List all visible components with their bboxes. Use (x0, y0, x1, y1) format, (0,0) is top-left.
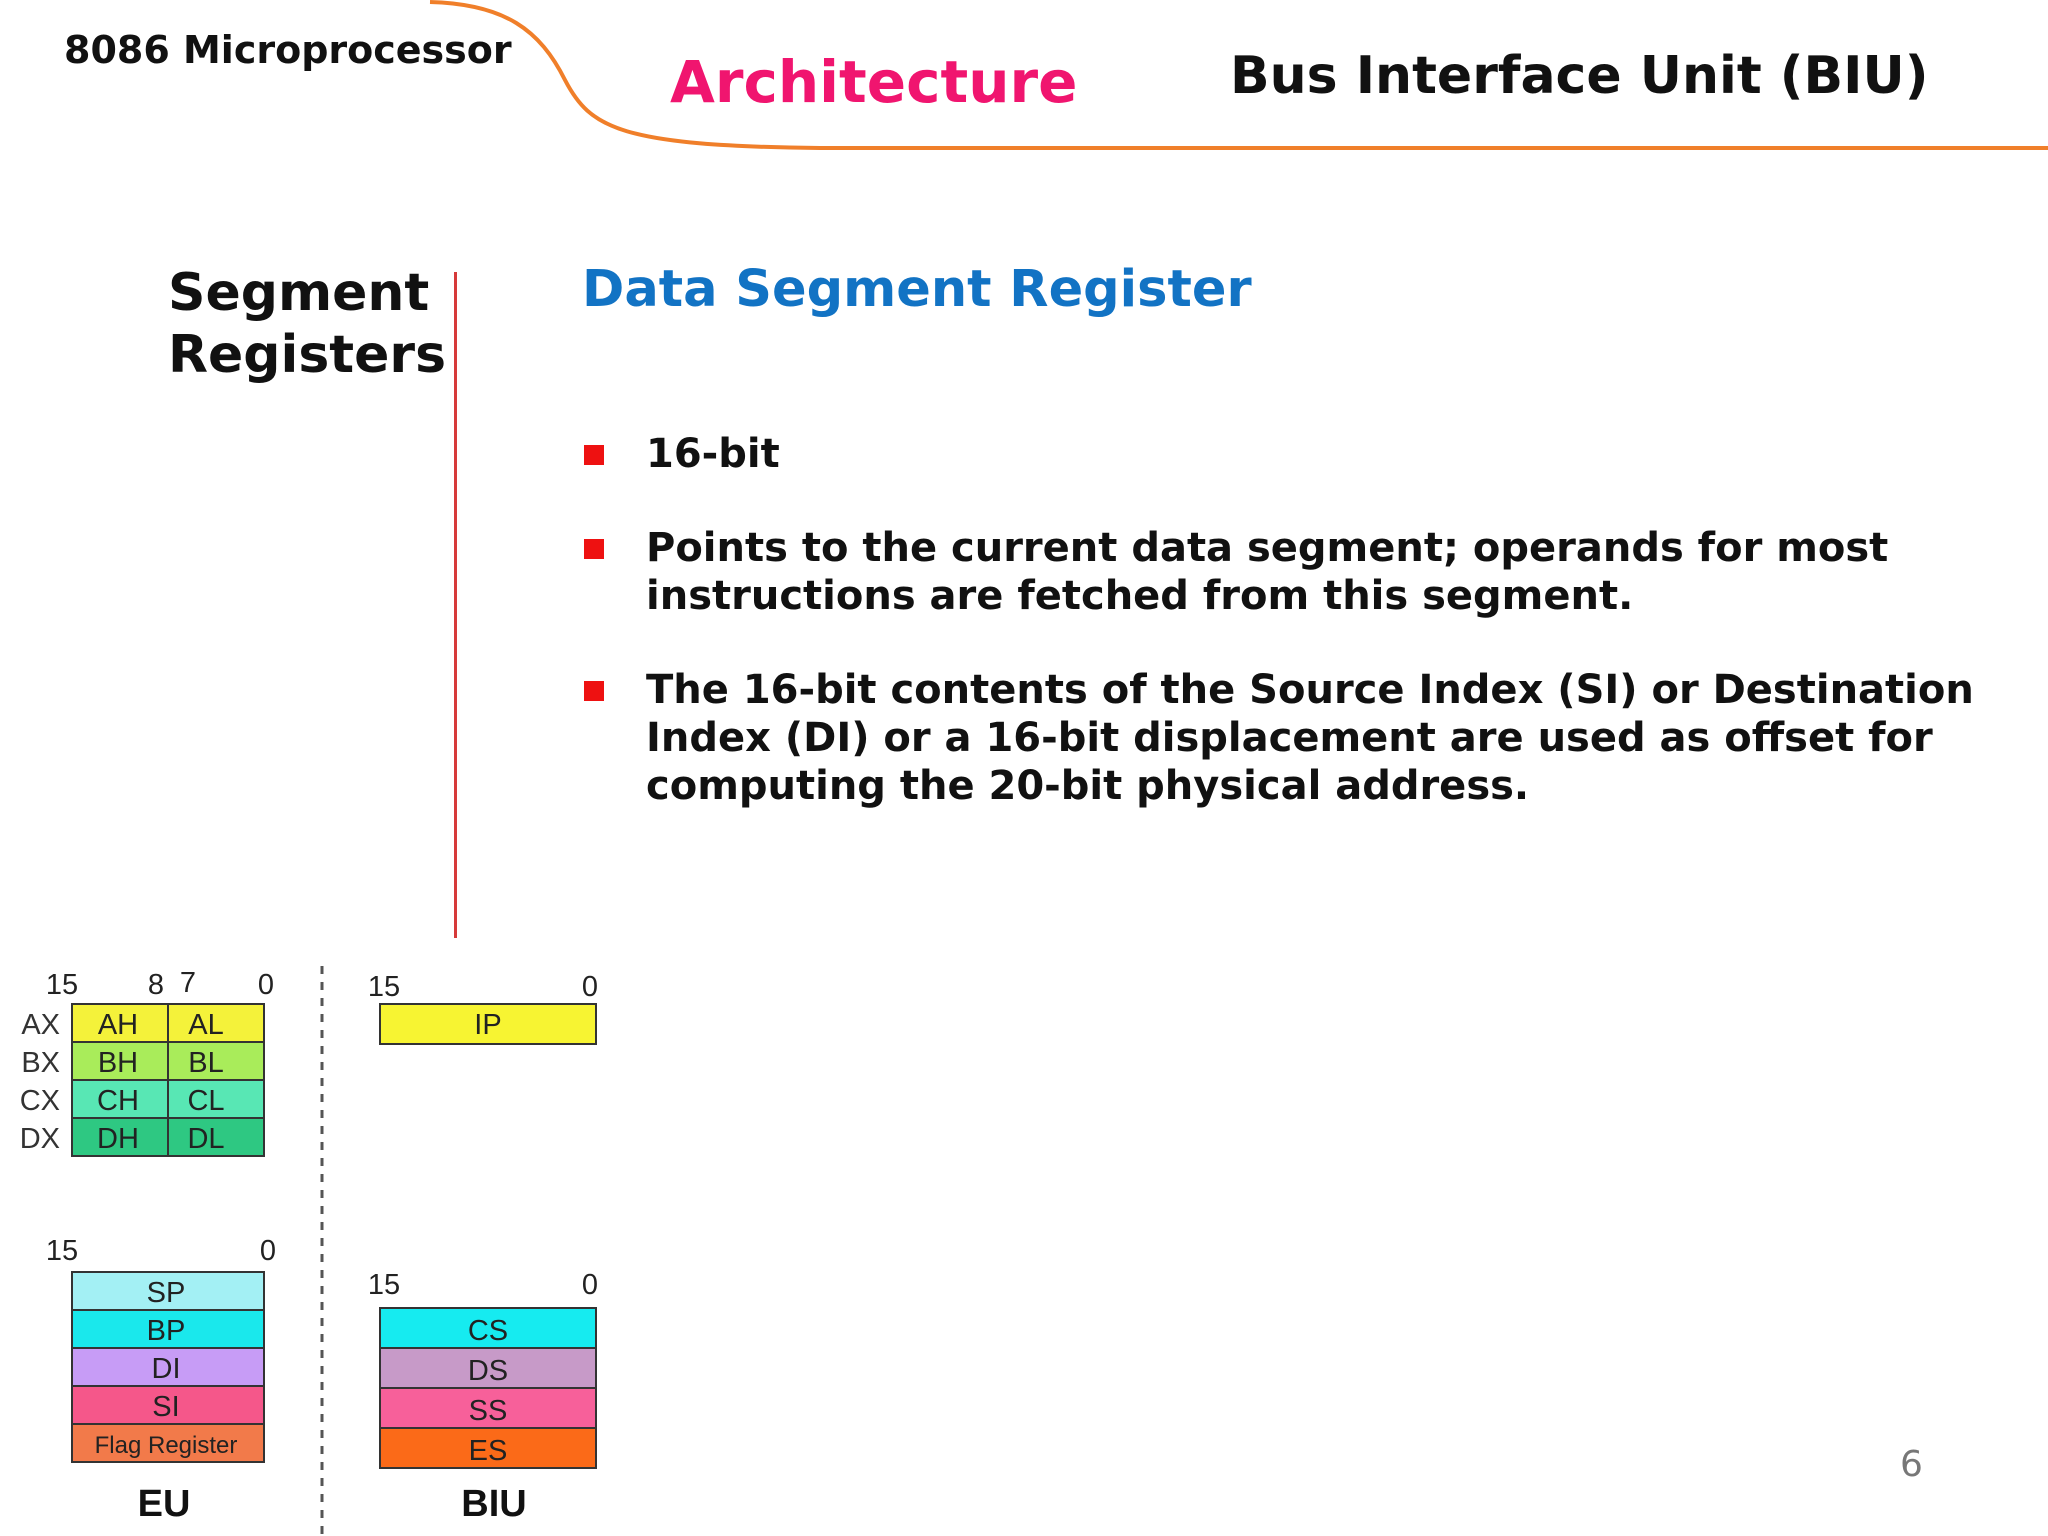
biu-segment-registers: 15 0 CS DS SS ES BIU (368, 1269, 598, 1525)
red-square-bullet-icon (584, 681, 604, 701)
si-label: SI (152, 1391, 179, 1423)
flag-register-label: Flag Register (95, 1432, 238, 1459)
cx-label: CX (20, 1085, 60, 1117)
ch-label: CH (97, 1085, 139, 1117)
bit-label-8: 8 (148, 969, 164, 1001)
ds-label: DS (468, 1355, 508, 1387)
bit-label-0: 0 (260, 1235, 276, 1267)
ax-label: AX (21, 1009, 60, 1041)
di-register (71, 1347, 265, 1387)
di-label: DI (152, 1353, 181, 1385)
bullet-text: The 16-bit contents of the Source Index … (646, 667, 1974, 809)
eu-label: EU (138, 1483, 191, 1525)
page-number: 6 (1900, 1444, 1923, 1485)
side-heading-line1: Segment (168, 263, 430, 323)
ss-register (379, 1387, 597, 1429)
ds-register (379, 1347, 597, 1389)
cs-register (379, 1307, 597, 1349)
red-square-bullet-icon (584, 445, 604, 465)
bullet-item: 16-bit (584, 430, 1984, 478)
dh-label: DH (97, 1123, 139, 1155)
bit-label-15: 15 (46, 969, 78, 1001)
section-title: Architecture (670, 48, 1078, 116)
bit-label-7: 7 (180, 967, 196, 999)
unit-title: Bus Interface Unit (BIU) (1230, 46, 1929, 106)
bit-label-15: 15 (368, 1269, 400, 1301)
eu-general-registers: 15 8 7 0 AX BX CX DX AH AL BH BL CH CL D… (20, 967, 274, 1157)
bh-label: BH (98, 1047, 138, 1079)
red-square-bullet-icon (584, 539, 604, 559)
side-heading-line2: Registers (168, 325, 447, 385)
bit-label-0: 0 (258, 969, 274, 1001)
bit-label-0: 0 (582, 1269, 598, 1301)
cs-label: CS (468, 1315, 508, 1347)
sp-label: SP (147, 1277, 186, 1309)
eu-pointer-registers: 15 0 SP BP DI SI Flag Register EU (46, 1235, 276, 1525)
bit-label-0: 0 (582, 971, 598, 1003)
side-heading: Segment Registers (168, 262, 458, 386)
bullet-item: The 16-bit contents of the Source Index … (584, 666, 1984, 810)
vertical-divider (454, 272, 457, 938)
ip-register (379, 1003, 597, 1045)
content-heading: Data Segment Register (582, 260, 1252, 319)
biu-ip-register: 15 0 IP (368, 971, 598, 1045)
bp-label: BP (147, 1315, 186, 1347)
bit-label-15: 15 (368, 971, 400, 1003)
biu-label: BIU (461, 1483, 526, 1525)
es-register (379, 1427, 597, 1469)
dx-label: DX (20, 1123, 60, 1155)
bullet-item: Points to the current data segment; oper… (584, 524, 1984, 620)
ah-label: AH (98, 1009, 138, 1041)
bx-label: BX (21, 1047, 60, 1079)
bullet-text: Points to the current data segment; oper… (646, 525, 1889, 619)
cl-label: CL (187, 1085, 224, 1117)
bl-label: BL (188, 1047, 223, 1079)
header-curve-line (429, 0, 2048, 150)
bit-label-15: 15 (46, 1235, 78, 1267)
bullet-text: 16-bit (646, 431, 780, 477)
ip-label: IP (474, 1009, 501, 1041)
al-label: AL (188, 1009, 223, 1041)
course-title: 8086 Microprocessor (64, 28, 512, 72)
ss-label: SS (469, 1395, 508, 1427)
dl-label: DL (187, 1123, 224, 1155)
es-label: ES (469, 1435, 508, 1467)
flag-register (71, 1423, 265, 1463)
register-diagram: 15 8 7 0 AX BX CX DX AH AL BH BL CH CL D… (20, 966, 598, 1536)
header-curve (429, 0, 2048, 150)
bullet-list: 16-bit Points to the current data segmen… (584, 430, 1984, 856)
bp-register (71, 1309, 265, 1349)
sp-register (71, 1271, 265, 1311)
